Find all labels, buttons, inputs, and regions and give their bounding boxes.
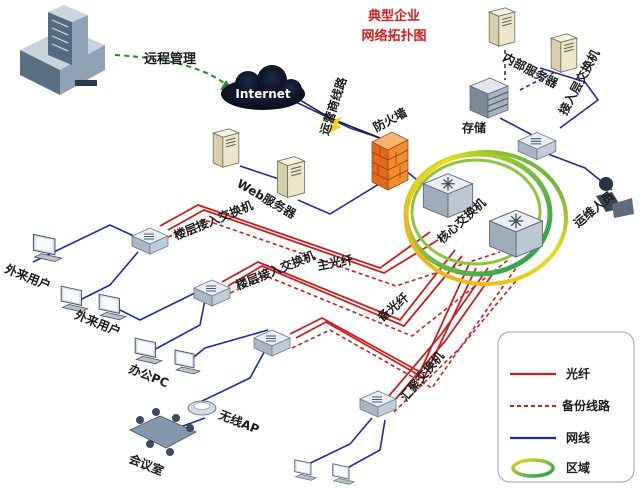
label-firewall: 防火墙 <box>370 104 409 134</box>
internal-server-icon <box>550 33 578 73</box>
legend-backup-label: 备份线路 <box>561 398 611 413</box>
label-remote-mgmt: 远程管理 <box>144 51 196 67</box>
label-guest-user-1: 外来用户 <box>3 261 53 293</box>
label-storage: 存储 <box>461 120 486 135</box>
floor-switch-icon <box>253 329 291 357</box>
office-building-icon <box>20 5 105 95</box>
zone-region <box>403 150 568 286</box>
legend: 光纤 备份线路 网线 区域 <box>497 331 635 483</box>
fiber-lines <box>159 204 495 409</box>
label-meeting-room: 会议室 <box>127 451 166 478</box>
legend-cable-label: 网线 <box>566 430 590 445</box>
laptop-icon <box>60 285 89 313</box>
web-server-icon <box>276 155 306 199</box>
legend-zone-label: 区域 <box>566 460 590 475</box>
laptop-icon <box>98 293 127 321</box>
diagram-title-line2: 网络拓扑图 <box>361 28 426 44</box>
firewall-icon <box>371 131 409 191</box>
server-dashed-links <box>504 50 556 91</box>
meeting-room-icon <box>129 408 197 456</box>
internal-server-icon <box>488 7 516 47</box>
label-backup-fiber: 备光纤 <box>374 290 412 325</box>
label-isp-line: 运营商线路 <box>317 74 350 137</box>
legend-fiber-label: 光纤 <box>565 366 590 381</box>
internet-cloud-icon <box>221 65 305 110</box>
ops-staff-icon <box>596 177 634 218</box>
legend-zone-swatch <box>511 458 555 478</box>
floor-switch-icon <box>131 227 169 255</box>
label-internet: Internet <box>235 87 290 101</box>
desktop-pc-icon <box>174 349 201 375</box>
desktop-pc-icon <box>294 459 317 481</box>
web-server-icon <box>212 128 240 168</box>
label-wireless-ap: 无线AP <box>216 406 262 436</box>
internet-link <box>299 99 381 139</box>
label-office-pc: 办公PC <box>127 361 171 391</box>
diagram-title-line1: 典型企业 <box>368 8 420 24</box>
backup-lines <box>161 219 521 413</box>
desktop-pc-icon <box>134 337 163 365</box>
wireless-ap-icon <box>187 400 217 416</box>
laptop-icon <box>32 233 63 263</box>
storage-icon <box>469 77 509 119</box>
floor-switch-icon <box>193 279 231 307</box>
label-main-fiber: 主光纤 <box>316 252 354 273</box>
label-floor-switch-2: 楼层接入交换机 <box>234 247 318 292</box>
